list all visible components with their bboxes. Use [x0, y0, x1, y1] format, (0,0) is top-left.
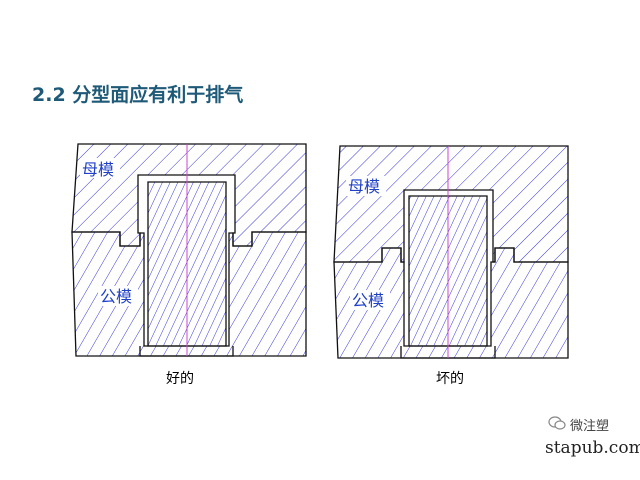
core-plate-bad — [333, 247, 569, 359]
caption-good: 好的 — [166, 371, 194, 387]
cavity-label-bad: 母模 — [348, 177, 380, 196]
panel-good: 母模 公模 — [71, 143, 307, 357]
watermark-url: stapub.com — [545, 438, 640, 458]
watermark-brand: 微注塑 — [570, 419, 610, 434]
chat-bubble-icon — [548, 416, 566, 430]
core-label-good: 公模 — [100, 287, 132, 306]
core-plate-good — [71, 231, 307, 357]
section-heading: 2.2 分型面应有利于排气 — [32, 84, 244, 106]
panel-bad: 母模 公模 — [333, 145, 569, 359]
caption-bad: 坏的 — [436, 371, 464, 387]
core-label-bad: 公模 — [352, 291, 384, 310]
cavity-label-good: 母模 — [82, 160, 114, 179]
